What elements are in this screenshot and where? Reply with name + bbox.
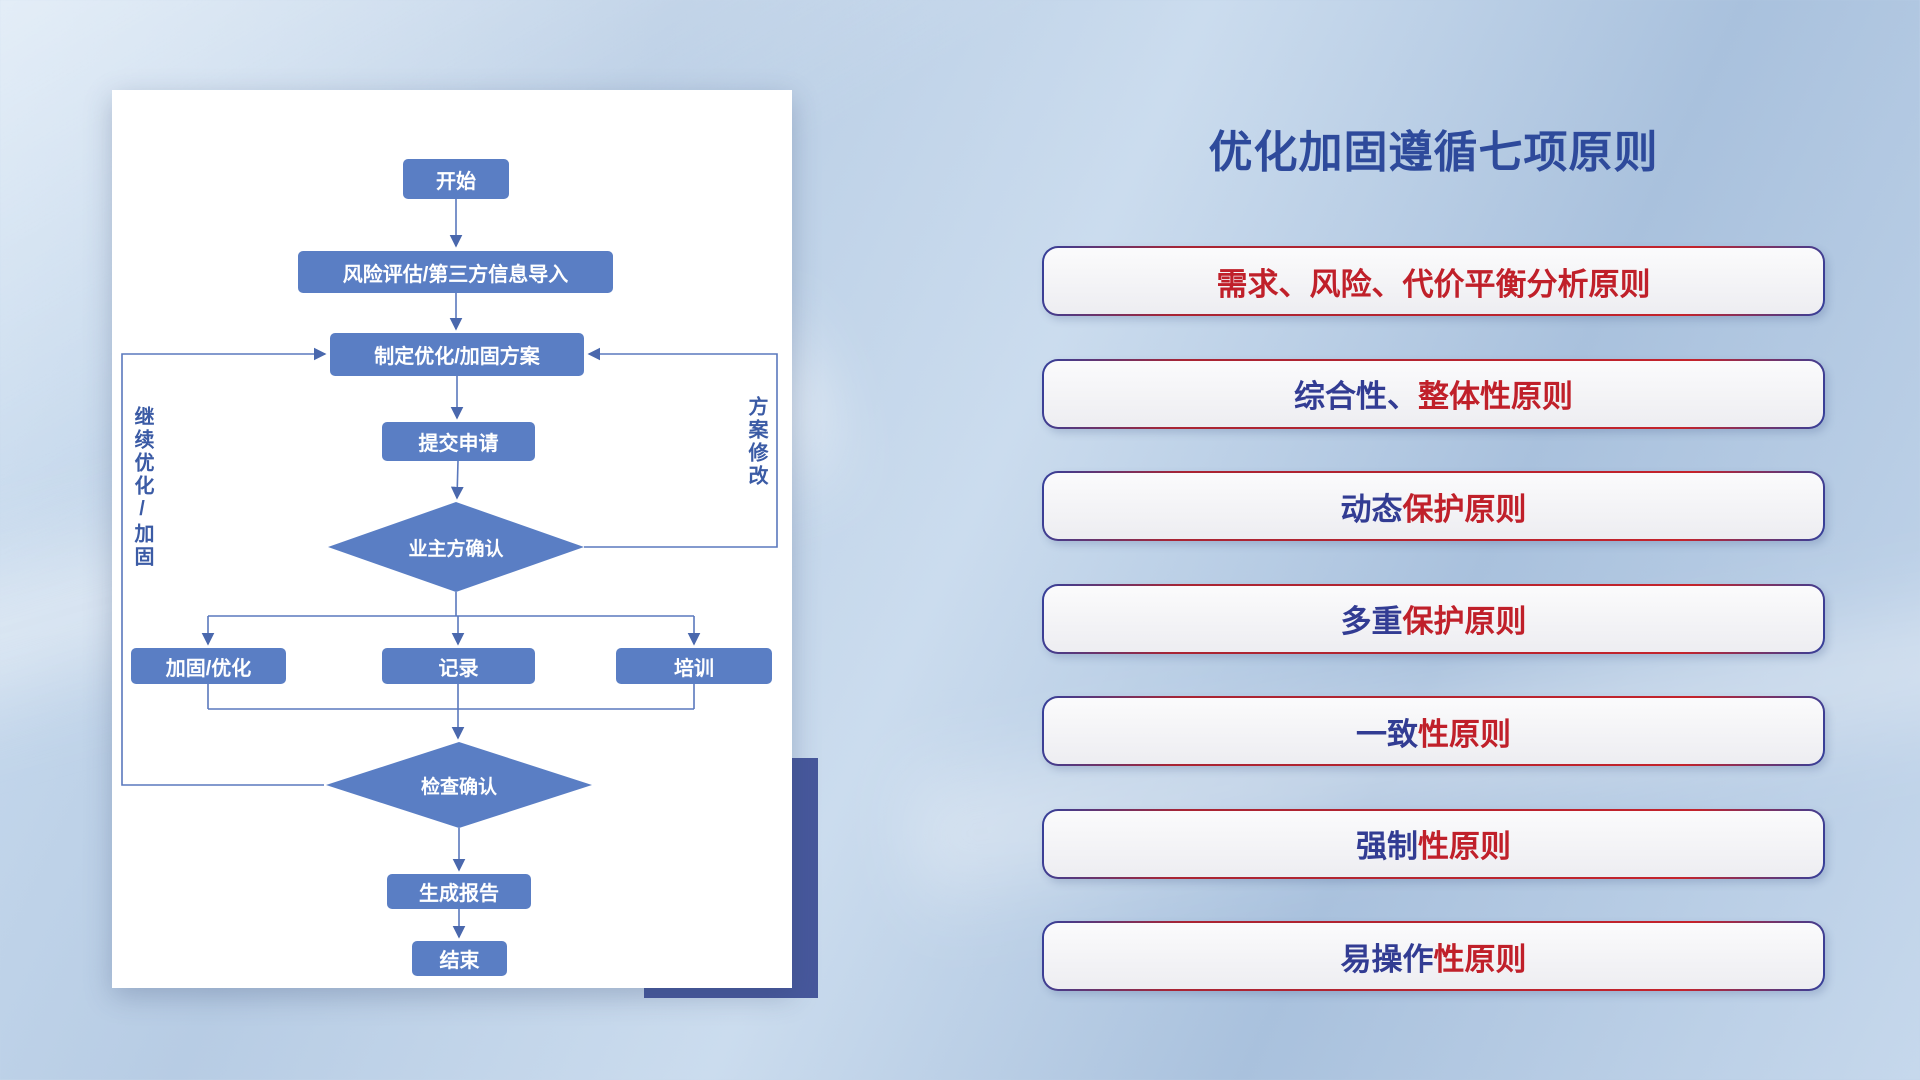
principle-item: 强制性原则 [1042,809,1825,879]
principle-text-red: 保护原则 [1402,491,1527,527]
principle-item: 多重保护原则 [1042,584,1825,654]
principle-text-red: 性原则 [1418,829,1511,864]
principle-text-red: 性原则 [1433,941,1527,977]
flowchart-card: 开始 风险评估/第三方信息导入 制定优化/加固方案 提交申请 业主方确认 加固/… [112,90,792,988]
principle-text-red: 整体性原则 [1418,379,1573,414]
flow-node-submit: 提交申请 [382,422,535,461]
flow-node-training: 培训 [616,648,772,684]
flow-node-risk-import: 风险评估/第三方信息导入 [298,251,613,293]
flow-node-record: 记录 [382,648,535,684]
principles-panel: 优化加固遵循七项原则 需求、风险、代价平衡分析原则 综合性、整体性原则 动态保护… [1042,0,1825,1080]
principle-text-blue: 综合性、 [1294,379,1418,414]
flow-node-report: 生成报告 [387,874,531,909]
principle-item: 一致性原则 [1042,696,1825,766]
principle-item: 综合性、整体性原则 [1042,359,1825,429]
principle-text-red: 需求、风险、代价平衡分析原则 [1216,266,1651,302]
flowchart-connectors [121,199,778,939]
principle-text-blue: 易操作 [1340,941,1434,977]
principle-text-blue: 一致 [1356,716,1418,752]
principle-text-blue: 动态 [1340,491,1403,527]
loop-label-continue-optimize: 继续优化/加固 [131,406,153,569]
principle-item: 需求、风险、代价平衡分析原则 [1042,246,1825,316]
page-title: 优化加固遵循七项原则 [1208,128,1659,177]
principle-text-blue: 强制 [1356,829,1418,864]
principle-item: 易操作性原则 [1042,921,1825,991]
flow-node-reinforce: 加固/优化 [131,648,286,684]
flow-node-make-plan: 制定优化/加固方案 [330,333,584,376]
flow-node-end: 结束 [412,941,507,976]
principle-text-red: 性原则 [1418,716,1511,752]
principles-list: 需求、风险、代价平衡分析原则 综合性、整体性原则 动态保护原则 多重保护原则 一… [1042,246,1825,991]
loop-label-plan-revision: 方案修改 [745,396,767,488]
flow-node-start: 开始 [403,159,509,199]
principle-text-red: 保护原则 [1402,604,1527,639]
principle-text-blue: 多重 [1340,604,1403,639]
principle-item: 动态保护原则 [1042,471,1825,541]
